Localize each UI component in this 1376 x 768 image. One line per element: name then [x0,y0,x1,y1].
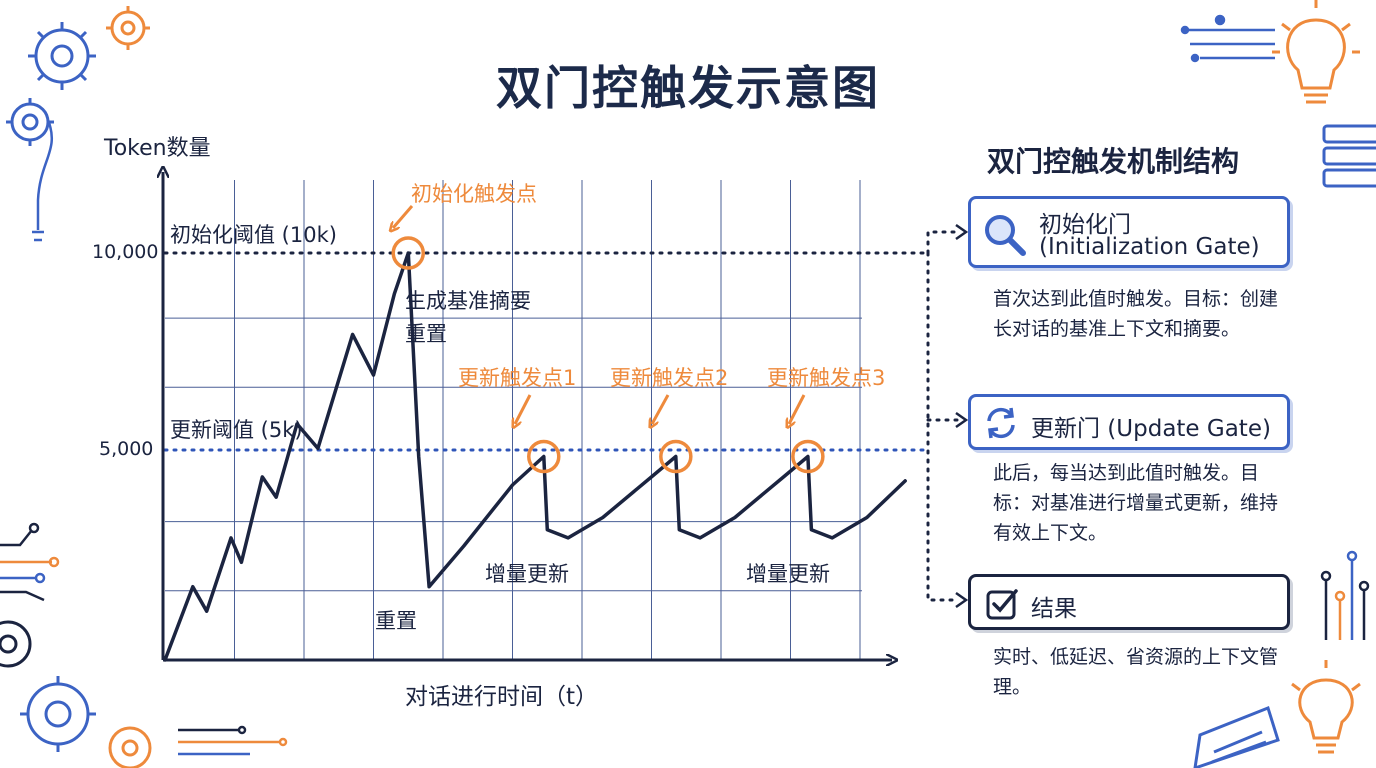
circuit-icon [1180,14,1275,63]
update-threshold-label: 更新阈值 (5k) [170,418,303,442]
init-threshold-label: 初始化阈值 (10k) [170,223,337,247]
lightbulb-icon [1272,0,1360,104]
circuit-icon [178,725,288,756]
update-trigger-point-2 [659,439,693,474]
update-trigger-label-3: 更新触发点3 [767,366,886,390]
update-gate-name: 更新门 (Update Gate) [1031,416,1271,442]
update-trigger-point-3 [791,439,825,474]
page-title: 双门控触发示意图 [496,61,880,115]
update-trigger-arrow-3 [789,394,806,424]
circuit-icon [1320,550,1370,640]
x-axis-label: 对话进行时间（t） [405,684,599,710]
update-gate-description: 此后，每当达到此值时触发。目标：对基准进行增量式更新，维持有效上下文。 [993,462,1279,544]
init-gate-english-name: (Initialization Gate) [1039,234,1260,260]
incremental-update-note-1: 增量更新 [485,562,569,586]
reset-note: 重置 [375,609,417,633]
circuit-icon [0,522,60,602]
init-gate-description: 首次达到此值时触发。目标：创建长对话的基准上下文和摘要。 [993,288,1279,340]
y-tick-10000: 10,000 [92,241,159,263]
lightbulb-icon [1291,660,1361,754]
incremental-update-note-3: 增量更新 [746,562,830,586]
baseline-reset-note: 重置 [405,322,447,346]
gear-icon [28,22,96,90]
update-trigger-arrow-1 [515,394,532,424]
update-trigger-arrow-2 [652,394,670,424]
checkbox-icon [986,589,1018,620]
connector-arrowheads [955,223,969,609]
init-trigger-label: 初始化触发点 [411,182,537,206]
laptop-icon [1193,706,1280,768]
trigger-markers [391,236,825,474]
refresh-icon [987,407,1015,439]
update-trigger-label-1: 更新触发点1 [458,366,577,390]
chart-grid [165,180,862,660]
update-gate-box: 更新门 (Update Gate) [968,394,1290,450]
init-gate-box: 初始化门 (Initialization Gate) [968,196,1290,268]
server-stack-icon [1322,124,1376,188]
result-name: 结果 [1031,596,1077,622]
update-trigger-label-2: 更新触发点2 [610,366,729,390]
update-trigger-point-1 [527,439,561,474]
result-box: 结果 [968,574,1290,630]
init-trigger-point [391,236,425,270]
gear-icon [20,676,96,752]
gear-icon [108,726,152,768]
result-description: 实时、低延迟、省资源的上下文管理。 [993,646,1279,698]
magnifier-icon [985,215,1026,256]
bulb-icon [32,119,54,242]
init-gate-name: 初始化门 [1039,212,1131,238]
baseline-summary-note: 生成基准摘要 [405,289,531,313]
init-trigger-arrow [393,205,414,228]
y-tick-5000: 5,000 [99,438,154,460]
y-axis-label: Token数量 [104,136,211,161]
gear-icon [0,620,32,668]
gear-icon [106,6,150,50]
token-count-line [163,251,907,662]
panel-title: 双门控触发机制结构 [987,145,1240,178]
panel-connectors [926,230,960,602]
